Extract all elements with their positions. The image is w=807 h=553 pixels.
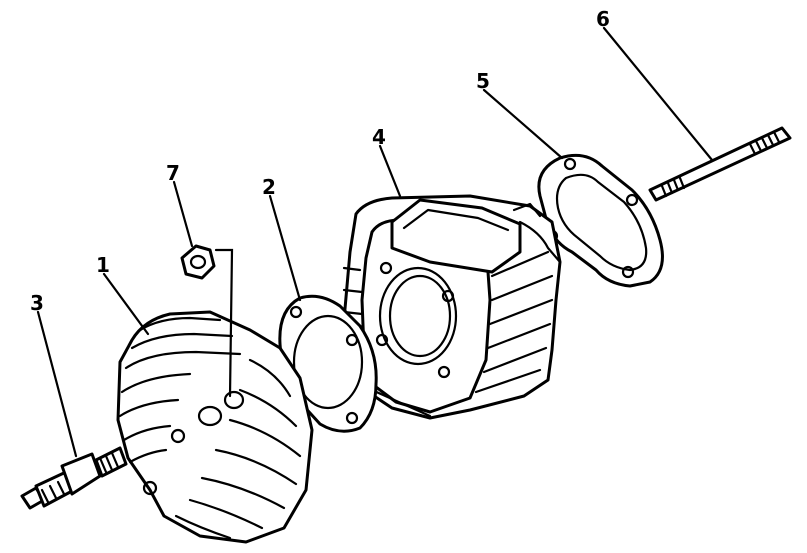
callout-5: 5: [476, 69, 490, 93]
cylinder: [342, 194, 562, 420]
leader-lines: [36, 26, 714, 458]
callout-4: 4: [372, 125, 386, 149]
spark-plug: [20, 446, 128, 510]
callout-2: 2: [262, 175, 276, 199]
callout-3: 3: [30, 291, 44, 315]
callout-1: 1: [96, 253, 110, 277]
callout-6: 6: [596, 7, 610, 31]
callout-7: 7: [166, 161, 180, 185]
stud-bolt: [648, 126, 792, 202]
callouts: 1 2 3 4 5 6 7: [30, 7, 610, 315]
nut: [180, 244, 234, 398]
